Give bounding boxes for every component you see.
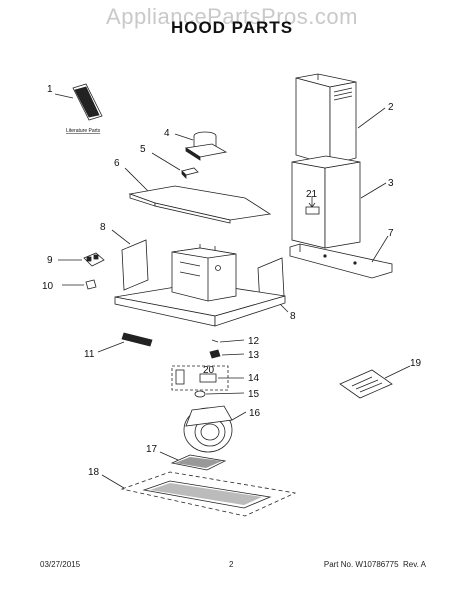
callout-10: 10 [42,281,54,292]
lower-chimney-cover [291,155,387,249]
callout-18: 18 [88,467,100,478]
top-panel [124,167,272,224]
callout-1: 1 [47,84,53,95]
blower-motor [183,405,247,453]
footer-page: 2 [229,560,234,569]
left-filter-panel [111,229,149,291]
callout-8b: 8 [290,311,296,322]
callout-19: 19 [410,358,422,369]
callout-8: 8 [100,222,106,233]
small-clip [209,339,245,359]
callout-5: 5 [140,144,146,155]
installation-card [339,365,411,399]
callout-arrow [308,196,316,208]
capacitor-assembly [171,365,244,391]
callout-17: 17 [146,444,158,455]
mounting-bracket [289,235,393,279]
footer-part-info: Part No. W10786775 Rev. A [323,560,426,569]
callout-2: 2 [388,102,394,113]
light-tube [97,332,153,353]
callout-13: 13 [248,350,260,361]
callout-3: 3 [388,178,394,189]
watermark: AppliancePartsPros.com [106,4,358,29]
callout-4: 4 [164,128,170,139]
literature-booklet [54,83,103,121]
damper-collar [174,131,228,161]
bottom-frame [101,471,297,517]
small-module [62,279,97,290]
page-title: HOOD PARTS [170,18,294,37]
callout-11: 11 [84,349,95,360]
callout-6: 6 [114,158,120,169]
callout-7: 7 [388,228,394,239]
callout-12: 12 [248,336,260,347]
control-switch [58,252,105,267]
hood-body [114,244,286,327]
literature-label: Literature Parts [66,128,101,134]
upper-chimney-cover [295,73,386,166]
small-bracket [151,152,199,179]
footer-date: 03/27/2015 [40,560,81,569]
callout-15: 15 [248,389,260,400]
motor-nut [194,390,245,398]
callout-16: 16 [249,408,261,419]
callout-14: 14 [248,373,260,384]
callout-21: 21 [306,189,318,200]
grease-filter [159,451,227,471]
callout-20: 20 [203,365,215,376]
callout-9: 9 [47,255,53,266]
